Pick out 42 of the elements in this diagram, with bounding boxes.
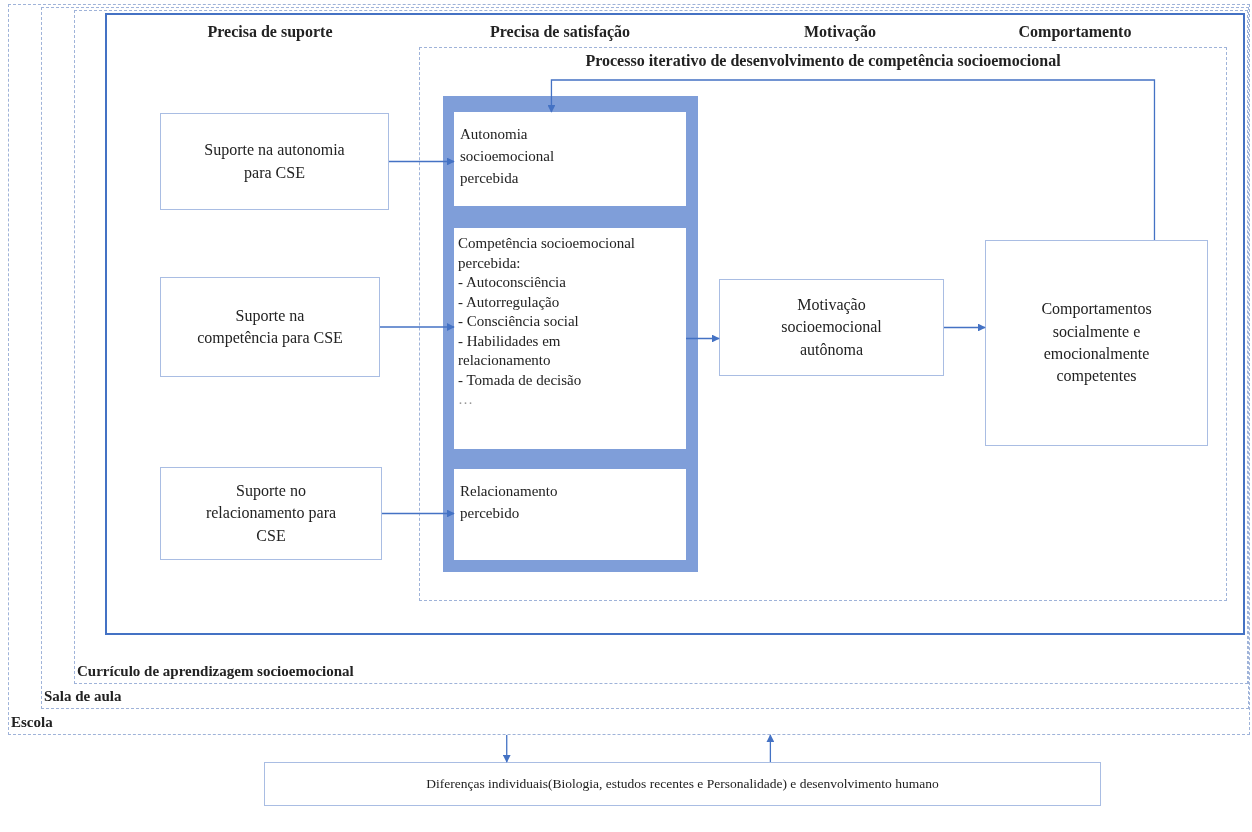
column-heading: Motivação: [804, 23, 876, 41]
box-text: Suporte no relacionamento para CSE: [204, 480, 338, 546]
need-box: [454, 112, 686, 206]
process-frame: [419, 47, 1227, 601]
process-box: [160, 277, 380, 377]
layer-title: Currículo de aprendizagem socioemocional: [77, 663, 354, 680]
arrow: [766, 734, 775, 763]
box-text: Suporte na autonomia para CSE: [203, 140, 346, 184]
list-item: - Autoconsciência: [458, 273, 567, 292]
box-text: Motivação socioemocional autônoma: [780, 294, 883, 360]
arrow: [381, 509, 455, 518]
layer-title: Escola: [11, 714, 53, 731]
process-box: [719, 279, 944, 376]
arrow: [379, 323, 455, 331]
box-text: Relacionamento percebido: [460, 483, 558, 521]
list-item: - Tomada de decisão: [458, 370, 583, 390]
column-heading: Precisa de suporte: [207, 23, 333, 41]
needs-frame: [443, 96, 698, 572]
need-box: [454, 228, 686, 449]
box-text: Comportamentos socialmente e emocionalmente competentes: [1040, 299, 1153, 387]
list-item: …: [458, 390, 474, 409]
process-box: [160, 113, 389, 210]
list-item: - Consciência social: [458, 312, 580, 331]
arrow: [685, 334, 720, 343]
layer-title: Sala de aula: [44, 688, 122, 705]
box-text: Suporte na competência para CSE: [197, 305, 343, 349]
column-heading: Comportamento: [1018, 23, 1132, 41]
process-box: [985, 240, 1208, 446]
process-box: [160, 467, 382, 560]
column-heading: Precisa de satisfação: [489, 23, 631, 41]
box-text: Autonomia socioemocional percebida: [460, 126, 555, 186]
box-heading: Competência socioemocional percebida:: [458, 234, 637, 273]
arrow: [547, 79, 1156, 241]
need-box: [454, 469, 686, 560]
box-text: Diferenças individuais(Biologia, estudos recentes e Personalidade) e desenvolvimento humano: [426, 776, 939, 792]
arrow: [388, 157, 455, 166]
arrow: [943, 323, 986, 332]
list-item: - Autorregulação: [458, 292, 561, 312]
group-title: Processo iterativo de desenvolvimento de competência socioemocional: [584, 52, 1062, 70]
note-box: [264, 762, 1101, 806]
list-item: - Habilidades em relacionamento: [458, 331, 562, 370]
arrow: [502, 734, 511, 763]
